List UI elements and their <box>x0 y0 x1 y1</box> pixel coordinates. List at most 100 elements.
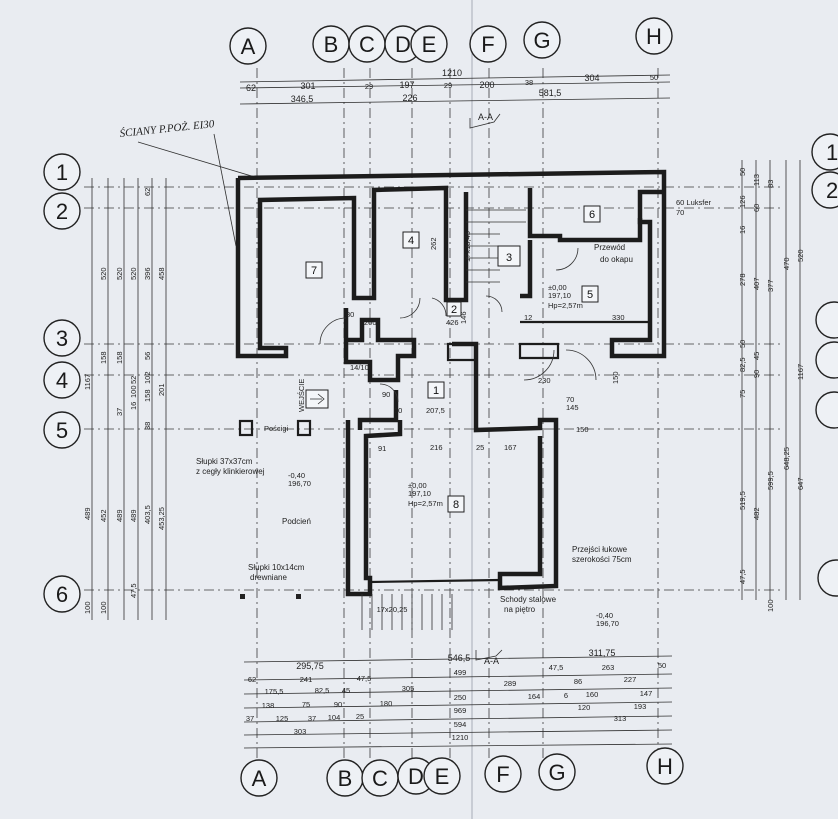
bottom-dim-line-3 <box>243 687 673 695</box>
note-stairs: Schody stalowe <box>500 595 557 604</box>
level-outside-2: 196,70 <box>596 619 619 628</box>
wall-room-8-south <box>369 578 501 584</box>
left-dim-489a: 489 <box>83 507 92 520</box>
bubble-2-right <box>811 171 838 209</box>
left-dim-201: 201 <box>157 383 166 396</box>
bubble-6-right <box>817 559 838 597</box>
wall-room-6 <box>527 188 643 243</box>
bottom-dim-180: 180 <box>380 699 393 708</box>
level-a-2: 197,10 <box>548 291 571 300</box>
bottom-dim-289: 289 <box>504 679 517 688</box>
bubble-label-d-top: D <box>395 32 411 57</box>
left-dim-100b: 100 <box>99 601 108 614</box>
top-dim-62: 62 <box>246 83 256 93</box>
bubble-1-right <box>811 133 838 171</box>
bottom-dim-75: 75 <box>302 700 310 709</box>
bubble-label-1-left: 1 <box>56 160 68 185</box>
wood-post-2 <box>296 594 301 599</box>
room-4-box <box>402 231 420 249</box>
bottom-dim-546-5: 546,5 <box>448 653 471 663</box>
note-podcien: Podcień <box>282 517 311 526</box>
note-entrance: WEJŚCIE <box>297 379 306 412</box>
right-dim-482: 482 <box>752 507 761 520</box>
right-dim-50b: 50 <box>738 340 747 348</box>
room-numbers: 7 4 6 5 2 1 8 <box>305 205 601 513</box>
dim-146: 146 <box>459 311 468 324</box>
room-8-label: 8 <box>453 499 459 511</box>
bubble-3-right <box>815 301 838 339</box>
right-row-bubbles: 1 2 <box>811 133 838 597</box>
bubble-label-5-left: 5 <box>56 418 68 443</box>
dim-167: 167 <box>504 443 517 452</box>
bubble-label-f-top: F <box>481 32 494 57</box>
bubble-3-left <box>43 319 81 357</box>
level-podcien: -0,40 <box>288 471 305 480</box>
bottom-dim-969: 969 <box>454 706 467 715</box>
right-dim-16: 16 <box>738 226 747 234</box>
left-dim-458: 458 <box>157 267 166 280</box>
bubble-f-bottom <box>484 755 522 793</box>
dim-200: 200 <box>364 318 377 327</box>
level-podcien-2: 196,70 <box>288 479 311 488</box>
bottom-dim-50: 50 <box>658 661 666 670</box>
top-dim-301: 301 <box>300 81 315 91</box>
door-arc-room-7 <box>319 317 347 345</box>
section-mark-bottom: A-A <box>484 656 499 666</box>
door-arc-entry-2 <box>565 349 597 381</box>
bottom-dim-37a: 37 <box>246 714 254 723</box>
brick-post-1 <box>238 419 254 437</box>
right-dim-113: 113 <box>752 174 761 186</box>
inner-dimensions: 262 426 330 207,5 216 25 167 91 150 150 … <box>346 237 625 453</box>
room-3-box <box>497 245 521 267</box>
level-outside: -0,40 <box>596 611 613 620</box>
bottom-dim-313: 313 <box>614 714 627 723</box>
level-a: ±0,00 <box>548 283 567 292</box>
dim-207: 207,5 <box>426 406 445 415</box>
bubble-5-right <box>815 391 838 429</box>
bottom-dim-line-4 <box>243 701 673 709</box>
top-dim-200: 200 <box>479 80 494 90</box>
door-arc-corridor <box>431 297 447 317</box>
note-wood-posts: Słupki 10x14cm <box>248 563 305 572</box>
hp-room-8: Hp=2,57m <box>408 499 443 508</box>
note-luksfer-sub: 70 <box>676 208 684 217</box>
top-dim-29a: 29 <box>365 82 373 91</box>
top-dim-226: 226 <box>402 93 417 103</box>
right-dim-82-5: 82,5 <box>738 357 747 372</box>
left-dim-396: 396 <box>143 267 152 280</box>
left-dim-52: 52 <box>129 376 138 384</box>
note-wood-posts-2: drewniane <box>250 573 287 582</box>
right-dim-100: 100 <box>766 599 775 612</box>
fire-wall-leader-1 <box>137 141 259 179</box>
column-block-2 <box>446 342 478 362</box>
bottom-dim-164: 164 <box>528 692 541 701</box>
bottom-dim-104: 104 <box>328 713 341 722</box>
bottom-dim-62: 62 <box>248 675 256 684</box>
left-dim-102: 102 <box>143 371 152 384</box>
right-dim-83: 83 <box>766 180 775 188</box>
bottom-dim-90: 90 <box>334 700 342 709</box>
bubble-label-4-left: 4 <box>56 368 68 393</box>
room-1-box <box>427 381 445 399</box>
dim-91: 91 <box>378 444 386 453</box>
right-dim-377: 377 <box>766 279 775 292</box>
dim-262: 262 <box>429 237 438 250</box>
bottom-dim-47-5a: 47,5 <box>357 674 372 683</box>
bottom-dim-line-5 <box>243 715 673 723</box>
top-dim-line-2 <box>239 81 671 89</box>
bubble-label-g-top: G <box>533 28 550 53</box>
section-mark-top: A-A <box>478 112 493 122</box>
entrance-arrow-icon <box>310 393 325 405</box>
note-brick-posts-2: z cegły klinkierowej <box>196 467 265 476</box>
brick-post-2 <box>296 419 312 437</box>
left-dim-520c: 520 <box>129 267 138 280</box>
bottom-dim-175-5: 175,5 <box>265 687 284 696</box>
stair-upper-treads <box>466 209 526 283</box>
note-brick-posts: Słupki 37x37cm <box>196 457 253 466</box>
bottom-dim-250: 250 <box>454 693 467 702</box>
room-7-box <box>305 261 323 279</box>
right-dim-470: 470 <box>782 257 791 270</box>
bottom-dim-594: 594 <box>454 720 467 729</box>
door-swings <box>319 247 597 403</box>
bubble-label-3-left: 3 <box>56 326 68 351</box>
